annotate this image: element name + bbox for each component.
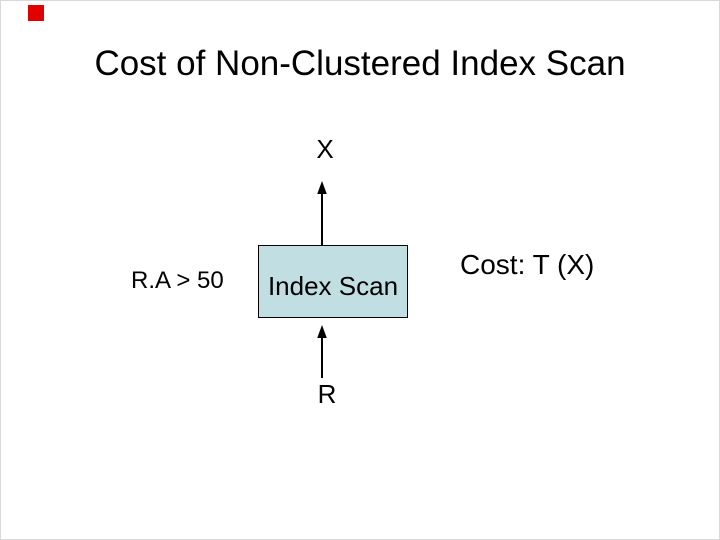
index-scan-operator-box: Index Scan — [258, 245, 408, 318]
selection-predicate-label: R.A > 50 — [131, 267, 224, 294]
arrow-up-icon — [317, 325, 327, 378]
input-relation-label: R — [317, 379, 337, 409]
operator-label: Index Scan — [267, 270, 399, 301]
slide-title: Cost of Non-Clustered Index Scan — [94, 44, 626, 83]
red-accent-square — [28, 5, 44, 21]
output-relation-label: X — [316, 134, 334, 164]
arrow-up-icon — [317, 181, 327, 245]
cost-annotation-label: Cost: T (X) — [460, 249, 595, 280]
